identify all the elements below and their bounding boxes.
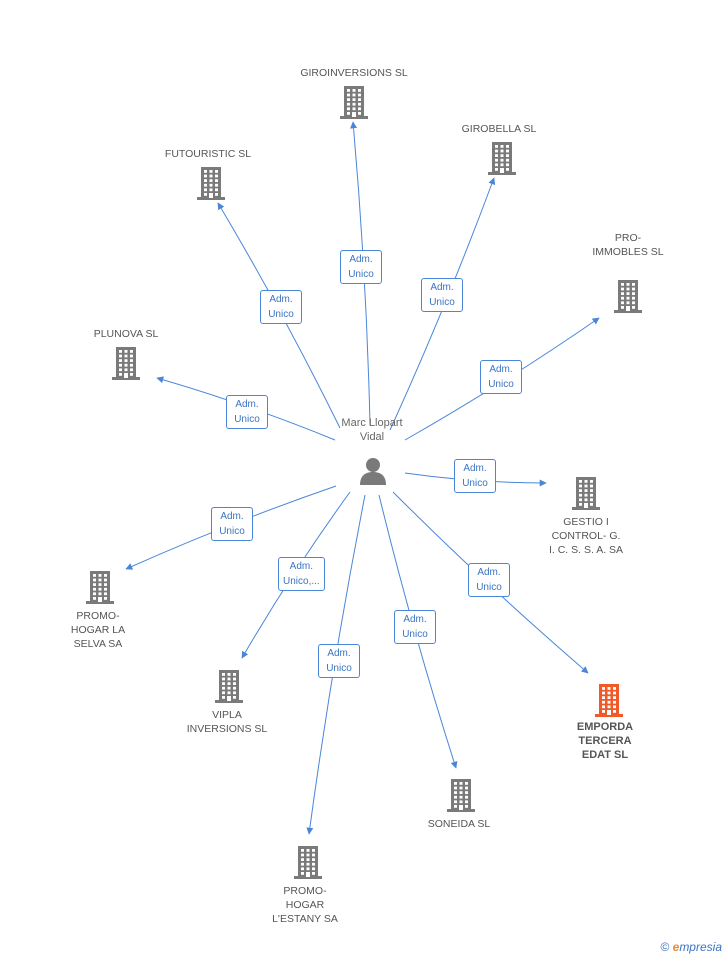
person-icon — [360, 458, 386, 485]
company-label-pro-immobles[interactable]: PRO- IMMOBLES SL — [592, 232, 664, 258]
building-icon — [197, 167, 225, 200]
company-label-soneida[interactable]: SONEIDA SL — [427, 818, 491, 830]
person-name: Marc Llopart Vidal — [341, 417, 403, 443]
copyright-icon: © — [660, 940, 670, 954]
building-icon — [614, 280, 642, 313]
role-tag-promo-estany[interactable]: Adm. Unico — [318, 644, 360, 678]
role-tag-vipla[interactable]: Adm. Unico,... — [278, 557, 325, 591]
role-tag-giroinversions[interactable]: Adm. Unico — [340, 250, 382, 284]
company-label-girobella[interactable]: GIROBELLA SL — [461, 123, 537, 135]
company-label-futouristic[interactable]: FUTOURISTIC SL — [164, 148, 252, 160]
company-node-giroinversions[interactable] — [338, 84, 370, 125]
company-label-vipla[interactable]: VIPLA INVERSIONS SL — [186, 709, 268, 735]
role-tag-futouristic[interactable]: Adm. Unico — [260, 290, 302, 324]
company-label-plunova[interactable]: PLUNOVA SL — [93, 328, 159, 340]
company-node-promo-estany[interactable] — [292, 844, 324, 885]
building-icon — [447, 779, 475, 812]
building-icon — [215, 670, 243, 703]
brand-logo: e — [672, 940, 680, 954]
company-node-promo-selva[interactable] — [84, 569, 116, 610]
company-node-soneida[interactable] — [445, 777, 477, 818]
building-icon — [340, 86, 368, 119]
brand-name: mpresia — [679, 940, 722, 954]
role-tag-promo-selva[interactable]: Adm. Unico — [211, 507, 253, 541]
company-node-emporda[interactable] — [593, 682, 625, 723]
company-label-giroinversions[interactable]: GIROINVERSIONS SL — [300, 67, 408, 79]
company-node-girobella[interactable] — [486, 140, 518, 181]
building-icon — [488, 142, 516, 175]
company-node-pro-immobles[interactable] — [612, 278, 644, 319]
role-tag-pro-immobles[interactable]: Adm. Unico — [480, 360, 522, 394]
building-icon — [86, 571, 114, 604]
company-label-gestio[interactable]: GESTIO I CONTROL- G. I. C. S. S. A. SA — [548, 516, 624, 556]
role-tag-soneida[interactable]: Adm. Unico — [394, 610, 436, 644]
role-tag-girobella[interactable]: Adm. Unico — [421, 278, 463, 312]
company-node-futouristic[interactable] — [195, 165, 227, 206]
company-label-promo-selva[interactable]: PROMO- HOGAR LA SELVA SA — [70, 610, 126, 650]
building-icon — [572, 477, 600, 510]
company-label-emporda[interactable]: EMPORDA TERCERA EDAT SL — [576, 721, 634, 761]
role-tag-plunova[interactable]: Adm. Unico — [226, 395, 268, 429]
building-icon — [112, 347, 140, 380]
company-label-promo-estany[interactable]: PROMO- HOGAR L'ESTANY SA — [272, 885, 338, 925]
company-node-plunova[interactable] — [110, 345, 142, 386]
footer-brand: © empresia — [660, 940, 722, 954]
role-tag-gestio[interactable]: Adm. Unico — [454, 459, 496, 493]
person-node[interactable] — [357, 455, 389, 487]
company-node-vipla[interactable] — [213, 668, 245, 709]
building-icon — [595, 684, 623, 717]
building-icon — [294, 846, 322, 879]
company-node-gestio[interactable] — [570, 475, 602, 516]
role-tag-emporda[interactable]: Adm. Unico — [468, 563, 510, 597]
